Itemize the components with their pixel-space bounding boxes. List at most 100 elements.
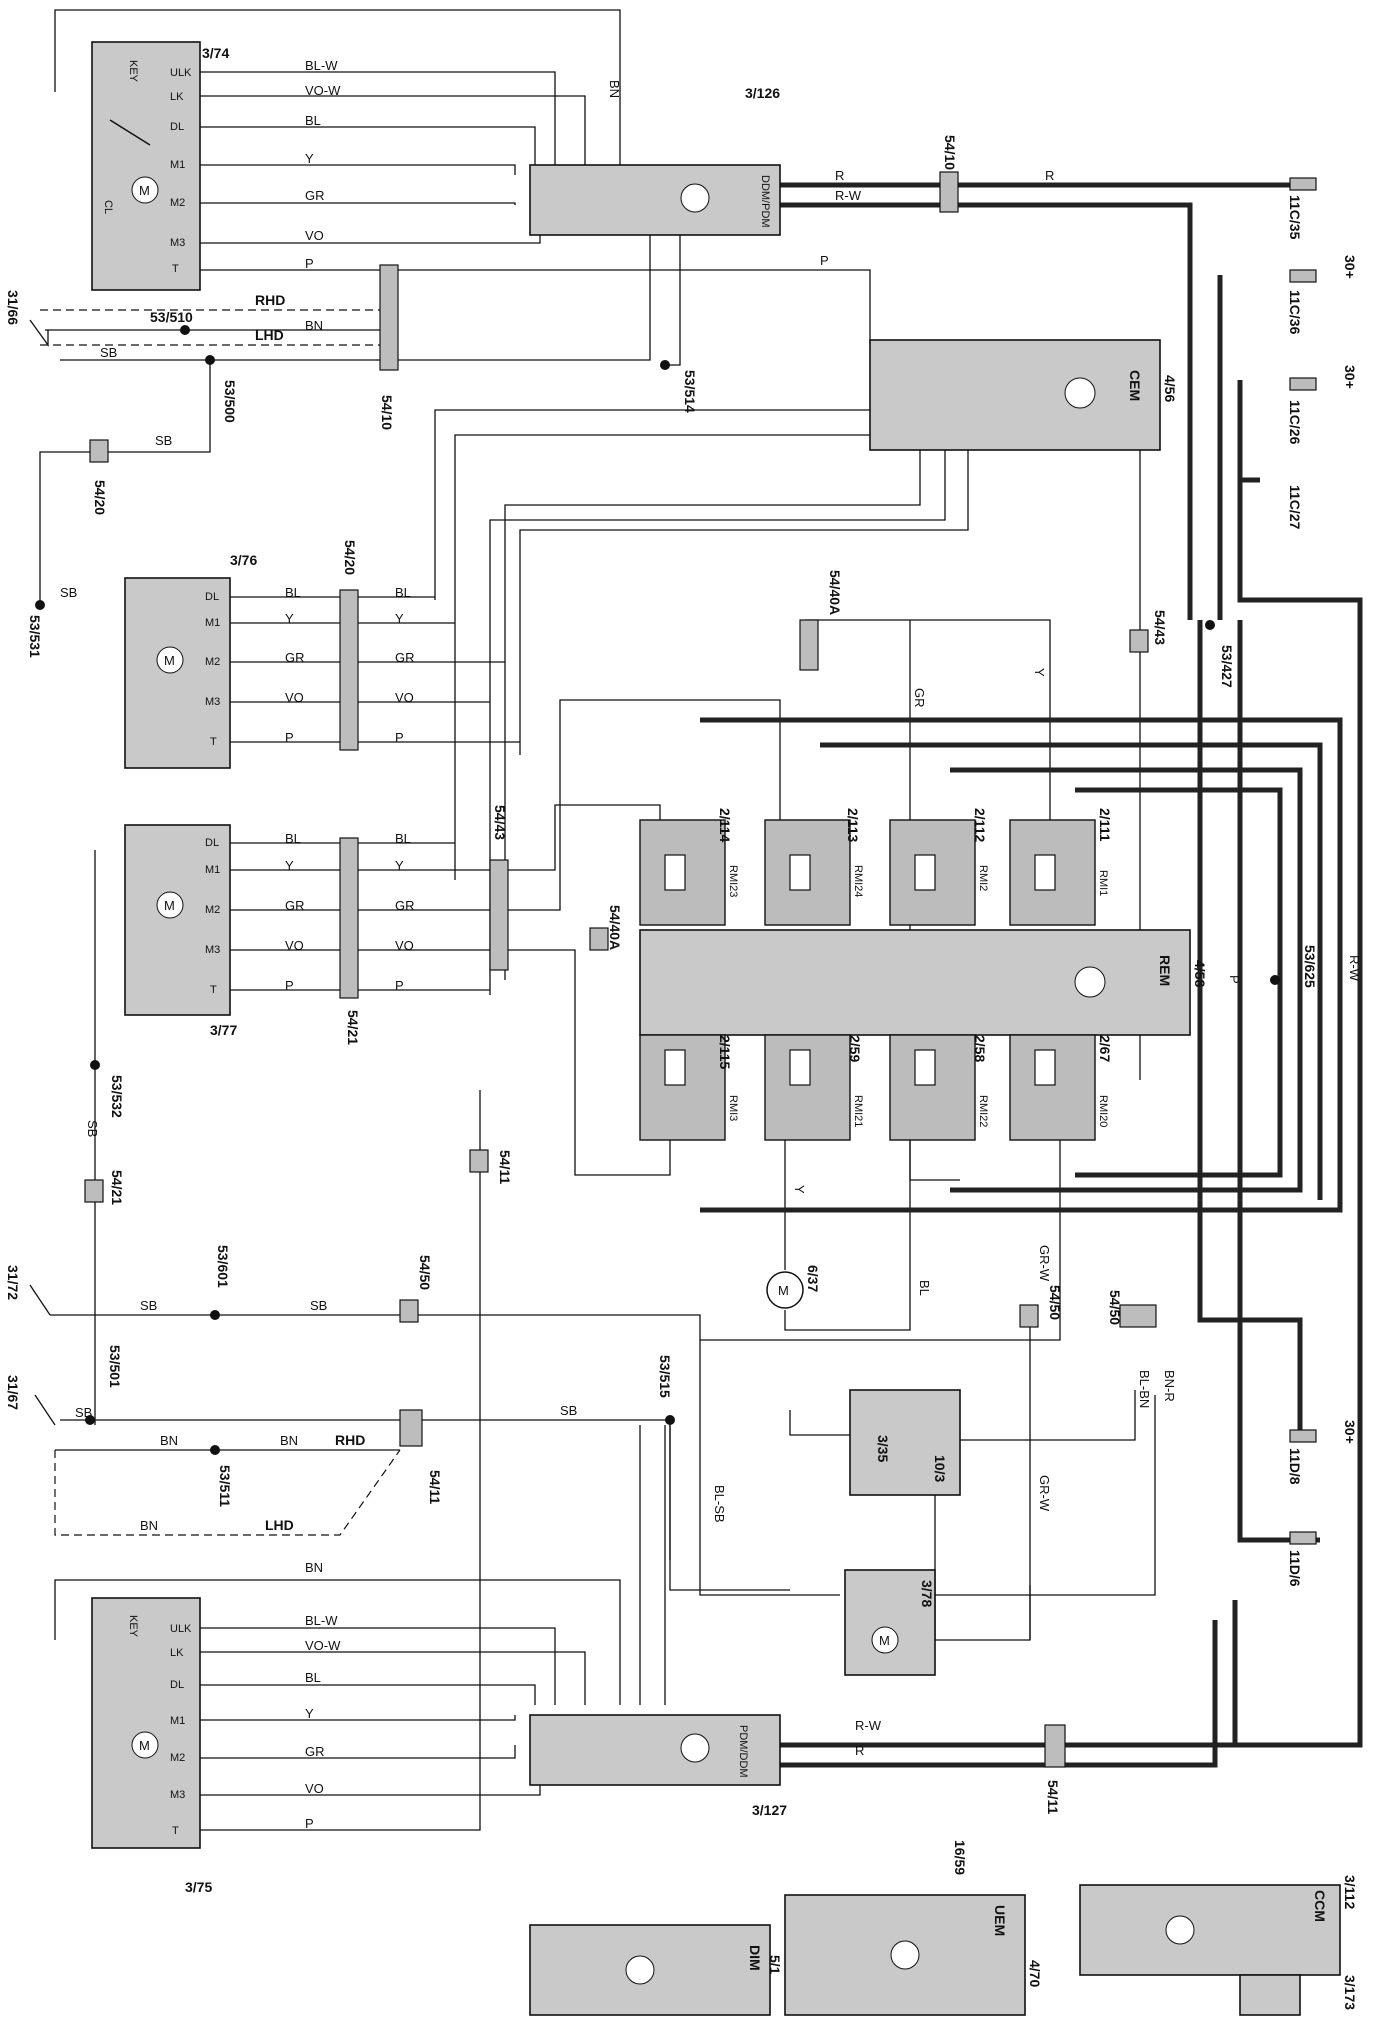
key-label: KEY bbox=[127, 60, 139, 83]
switch-3-35: 3/35 10/3 bbox=[849, 1389, 961, 1496]
svg-text:BL: BL bbox=[285, 585, 301, 600]
pin-m1: M1 bbox=[170, 159, 185, 171]
svg-text:P: P bbox=[395, 730, 404, 745]
svg-text:SB: SB bbox=[140, 1298, 157, 1313]
pin-m2: M2 bbox=[205, 656, 220, 668]
svg-text:53/427: 53/427 bbox=[1219, 645, 1235, 688]
pin-m3: M3 bbox=[170, 1789, 185, 1801]
svg-text:54/20: 54/20 bbox=[342, 540, 358, 575]
svg-text:BL-W: BL-W bbox=[305, 1613, 338, 1628]
ecu-icon bbox=[680, 183, 710, 213]
relay-name: RMI20 bbox=[1097, 1095, 1109, 1127]
svg-text:53/514: 53/514 bbox=[682, 370, 698, 413]
svg-text:31/66: 31/66 bbox=[5, 290, 21, 325]
relay-2-58: 2/58 RMI22 bbox=[889, 1034, 989, 1141]
relay-2-113: 2/113 RMI24 bbox=[764, 808, 864, 926]
module-3-126: 3/126 DDM/PDM bbox=[529, 85, 781, 236]
svg-text:GR: GR bbox=[305, 1744, 325, 1759]
svg-text:BN: BN bbox=[305, 318, 323, 333]
fuses: 11C/35 11C/36 30+ 11C/26 30+ 11C/27 11D/… bbox=[1287, 177, 1358, 1587]
svg-text:53/532: 53/532 bbox=[109, 1075, 125, 1118]
connector-54-21-sb bbox=[84, 1179, 104, 1203]
svg-text:SB: SB bbox=[85, 1120, 100, 1137]
pin-m1: M1 bbox=[205, 864, 220, 876]
svg-text:M: M bbox=[139, 183, 150, 198]
svg-text:GR: GR bbox=[395, 898, 415, 913]
switch-id: 3/76 bbox=[230, 552, 257, 568]
svg-text:P: P bbox=[820, 253, 829, 268]
connector-54-21 bbox=[339, 837, 359, 999]
svg-text:VO-W: VO-W bbox=[305, 83, 341, 98]
svg-text:VO: VO bbox=[395, 690, 414, 705]
connector-54-43-right bbox=[1129, 629, 1149, 653]
pin-t: T bbox=[210, 984, 217, 996]
relay-name: RMI22 bbox=[977, 1095, 989, 1127]
wire-labels: BL-W VO-W BL Y GR VO P BN SB BN R R R-W … bbox=[60, 58, 1362, 1831]
motor-icon bbox=[131, 176, 159, 204]
svg-text:Y: Y bbox=[305, 1706, 314, 1721]
module-label: DIM bbox=[747, 1945, 763, 1971]
splices: 53/510 53/500 53/514 53/531 53/427 53/62… bbox=[27, 309, 1318, 1507]
svg-text:53/511: 53/511 bbox=[217, 1465, 233, 1507]
svg-text:54/50: 54/50 bbox=[417, 1255, 433, 1290]
svg-text:11C/27: 11C/27 bbox=[1287, 485, 1303, 530]
svg-text:VO: VO bbox=[395, 938, 414, 953]
switch-id: 3/77 bbox=[210, 1022, 237, 1038]
svg-text:RHD: RHD bbox=[335, 1432, 365, 1448]
svg-text:SB: SB bbox=[60, 585, 77, 600]
module-sub-id: 16/59 bbox=[952, 1840, 968, 1875]
svg-text:M: M bbox=[164, 653, 175, 668]
svg-text:BL-SB: BL-SB bbox=[712, 1485, 727, 1523]
svg-text:54/50: 54/50 bbox=[1047, 1285, 1063, 1320]
module-ccm: CCM 3/112 3/173 bbox=[1079, 1875, 1358, 2016]
module-cem: 4/56 CEM bbox=[869, 339, 1178, 451]
svg-text:BN-R: BN-R bbox=[1162, 1370, 1177, 1402]
svg-text:54/20: 54/20 bbox=[92, 480, 108, 515]
svg-text:LHD: LHD bbox=[265, 1517, 294, 1533]
svg-text:SB: SB bbox=[310, 1298, 327, 1313]
svg-text:11D/8: 11D/8 bbox=[1287, 1448, 1303, 1485]
svg-text:VO: VO bbox=[305, 228, 324, 243]
pin-lk: LK bbox=[170, 91, 184, 103]
svg-text:GR: GR bbox=[285, 898, 305, 913]
svg-text:P: P bbox=[1227, 975, 1242, 984]
svg-text:R: R bbox=[835, 168, 844, 183]
motor-icon bbox=[871, 1626, 899, 1654]
pin-m3: M3 bbox=[205, 944, 220, 956]
svg-text:54/40A: 54/40A bbox=[607, 905, 623, 950]
connector-54-40a bbox=[799, 619, 819, 671]
connector-54-11-rhd bbox=[399, 1409, 423, 1447]
connector-54-40a-b bbox=[589, 927, 609, 951]
ecu-icon bbox=[680, 1733, 710, 1763]
svg-text:11C/26: 11C/26 bbox=[1287, 400, 1303, 445]
module-id: 4/70 bbox=[1027, 1960, 1043, 1987]
switch-3-78: 3/78 M bbox=[844, 1569, 936, 1676]
switch-id: 3/74 bbox=[202, 45, 229, 61]
connector-54-43 bbox=[489, 859, 509, 971]
switch-sub-id: 10/3 bbox=[932, 1455, 948, 1482]
key-label: KEY bbox=[127, 1615, 139, 1638]
connector-54-50-pair bbox=[1119, 1304, 1157, 1328]
pin-m2: M2 bbox=[170, 197, 185, 209]
svg-text:BL-W: BL-W bbox=[305, 58, 338, 73]
svg-text:SB: SB bbox=[560, 1403, 577, 1418]
pin-cl: CL bbox=[102, 200, 114, 214]
switch-3-75: 3/75 KEY ULK LK DL M1 M2 M3 T M bbox=[91, 1597, 212, 1895]
svg-text:GR: GR bbox=[912, 688, 927, 708]
svg-text:M: M bbox=[139, 1738, 150, 1753]
ecu-icon bbox=[625, 1955, 655, 1985]
module-id: 4/58 bbox=[1192, 960, 1208, 987]
svg-text:30+: 30+ bbox=[1342, 365, 1358, 389]
pin-dl: DL bbox=[205, 837, 219, 849]
svg-text:30+: 30+ bbox=[1342, 255, 1358, 279]
svg-text:Y: Y bbox=[792, 1185, 807, 1194]
svg-text:54/43: 54/43 bbox=[492, 805, 508, 840]
svg-text:53/515: 53/515 bbox=[657, 1355, 673, 1398]
connector-54-10-top bbox=[939, 171, 959, 213]
connector-54-50-grw bbox=[1019, 1304, 1039, 1328]
relay-name: RMI21 bbox=[852, 1095, 864, 1127]
motor-id: 6/37 bbox=[805, 1265, 821, 1292]
relay-id: 2/113 bbox=[845, 808, 861, 842]
pin-dl: DL bbox=[205, 591, 219, 603]
svg-text:GR: GR bbox=[395, 650, 415, 665]
